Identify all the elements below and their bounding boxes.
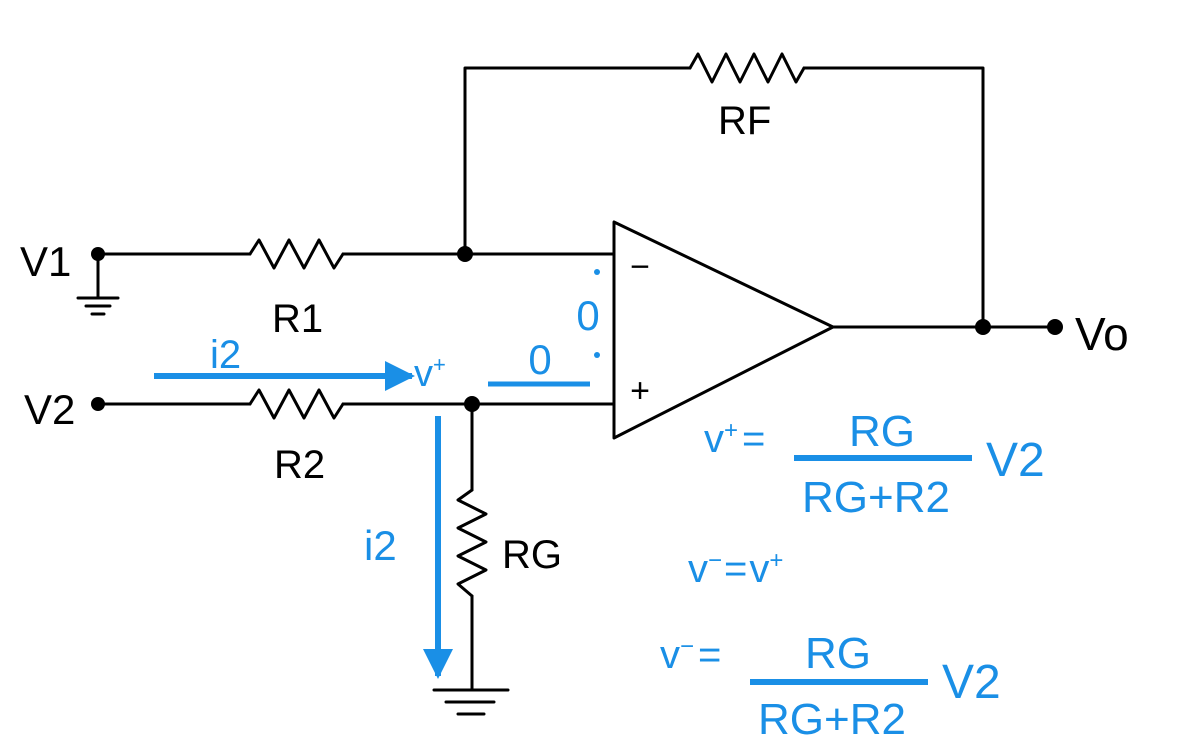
label-v2: V2 bbox=[24, 386, 75, 433]
eq3-factor: V2 bbox=[942, 656, 1001, 709]
label-r2: R2 bbox=[274, 443, 325, 487]
eq3-denominator: RG+R2 bbox=[758, 695, 906, 743]
ground-v1 bbox=[76, 296, 120, 316]
opamp-triangle bbox=[612, 220, 835, 440]
zero-dot-bottom bbox=[594, 352, 600, 358]
wire-feedback-left bbox=[463, 66, 692, 256]
node-label-sup: + bbox=[433, 352, 446, 377]
resistor-rf bbox=[688, 52, 806, 84]
label-i2-horizontal: i2 bbox=[210, 333, 241, 377]
eq2-text: v−=v+ bbox=[688, 547, 783, 591]
eq3-lhs: v−= bbox=[660, 633, 721, 677]
resistor-r2 bbox=[248, 388, 345, 420]
label-zero-horizontal: 0 bbox=[528, 336, 551, 383]
terminal-vo-dot bbox=[1047, 319, 1063, 335]
eq1-factor: V2 bbox=[986, 434, 1045, 487]
label-v1: V1 bbox=[20, 238, 71, 285]
wire-feedback-right bbox=[802, 66, 985, 329]
junction-output-dot bbox=[975, 319, 991, 335]
junction-dots bbox=[91, 246, 1063, 412]
junction-inverting-dot bbox=[457, 246, 473, 262]
eq1-numerator: RG bbox=[849, 407, 915, 456]
eq2-rhs-sup: + bbox=[769, 547, 783, 574]
equation-3: v−= RG RG+R2 V2 bbox=[660, 629, 1001, 743]
eq2-equals: = bbox=[724, 547, 747, 591]
resistor-rg bbox=[456, 488, 488, 598]
eq1-denominator: RG+R2 bbox=[802, 473, 950, 522]
terminal-v2-dot bbox=[91, 397, 105, 411]
label-i2-vertical: i2 bbox=[364, 522, 397, 569]
eq2-lhs-sup: − bbox=[708, 547, 722, 574]
eq1-lhs: v+= bbox=[704, 417, 765, 461]
eq3-lhs-main: v bbox=[660, 633, 680, 677]
label-rg: RG bbox=[502, 533, 562, 577]
eq3-equals: = bbox=[698, 633, 721, 677]
eq3-numerator: RG bbox=[805, 629, 871, 678]
eq1-lhs-sup: + bbox=[724, 417, 738, 444]
eq1-equals: = bbox=[742, 417, 765, 461]
junction-noninverting-dot bbox=[464, 396, 480, 412]
label-zero-vertical: 0 bbox=[576, 292, 599, 339]
node-label-main: v bbox=[414, 353, 433, 395]
label-vo: Vo bbox=[1075, 308, 1129, 360]
resistor-r1 bbox=[248, 238, 345, 270]
node-label-vplus: v+ bbox=[414, 352, 446, 395]
ground-rg bbox=[432, 688, 510, 716]
label-r1: R1 bbox=[272, 297, 323, 341]
eq1-lhs-main: v bbox=[704, 417, 724, 461]
opamp-noninverting-sign: + bbox=[630, 372, 650, 410]
eq2-rhs-main: v bbox=[749, 547, 769, 591]
equation-1: v+= RG RG+R2 V2 bbox=[704, 407, 1045, 522]
zero-dot-top bbox=[594, 269, 600, 275]
equation-2: v−=v+ bbox=[688, 547, 783, 591]
terminal-v1-dot bbox=[91, 247, 105, 261]
opamp-inverting-sign: − bbox=[630, 248, 650, 286]
label-rf: RF bbox=[718, 99, 771, 143]
eq2-lhs-main: v bbox=[688, 547, 708, 591]
eq3-lhs-sup: − bbox=[680, 633, 694, 660]
current-annotations bbox=[154, 269, 600, 679]
